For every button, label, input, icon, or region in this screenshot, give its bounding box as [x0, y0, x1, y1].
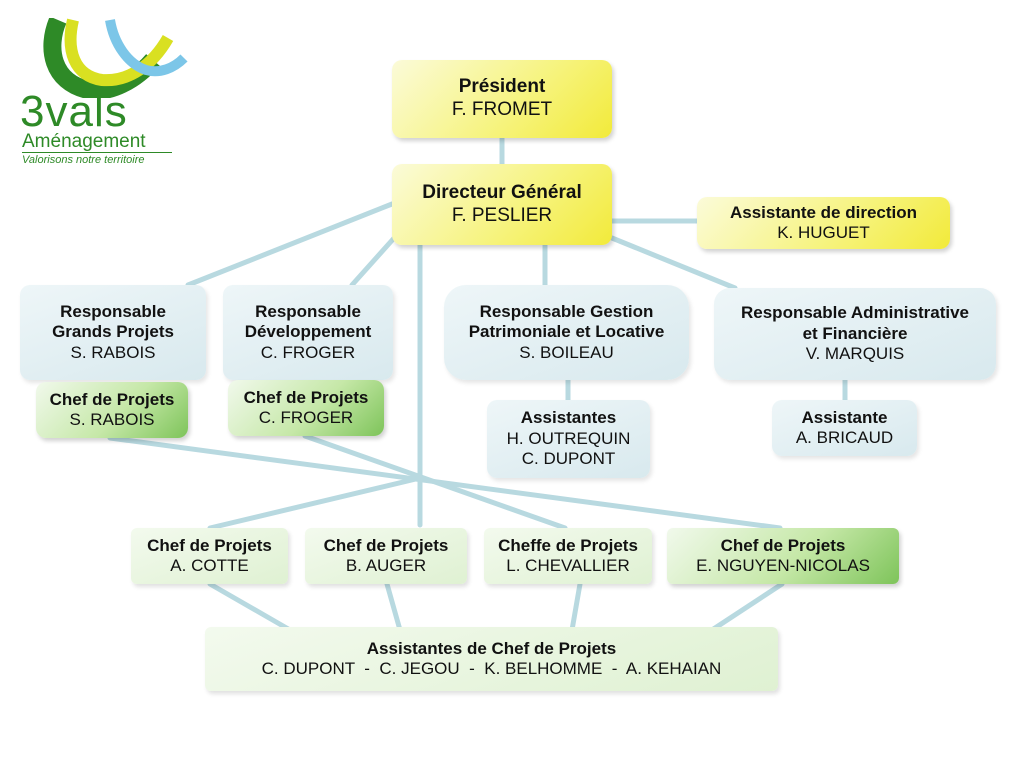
connector-hub-cotte [207, 475, 423, 531]
node-chef-rabois: Chef de Projets S. RABOIS [36, 382, 188, 438]
node-chef-auger: Chef de Projets B. AUGER [305, 528, 467, 584]
assistante-direction-name: K. HUGUET [777, 223, 870, 242]
logo-emblem-icon [43, 18, 188, 98]
chef-auger-title: Chef de Projets [323, 535, 449, 555]
node-resp-admin: Responsable Administrative et Financière… [714, 288, 996, 380]
node-resp-gestion: Responsable Gestion Patrimoniale et Loca… [444, 285, 689, 380]
node-resp-grands-projets: Responsable Grands Projets S. RABOIS [20, 285, 206, 380]
company-logo: 3vals Aménagement Valorisons notre terri… [18, 18, 188, 178]
resp-developpement-name: C. FROGER [260, 342, 356, 362]
connector-dg-developpement [349, 234, 398, 288]
assistante-admin-title: Assistante [801, 407, 888, 427]
connector-dg-admin [609, 235, 738, 291]
logo-divider [22, 152, 172, 153]
chef-rabois-title: Chef de Projets [49, 389, 175, 409]
president-title: Président [458, 76, 546, 98]
resp-grands-projets-name: S. RABOIS [70, 342, 156, 362]
assistantes-chef-title: Assistantes de Chef de Projets [366, 638, 617, 658]
resp-admin-title1: Responsable Administrative [741, 303, 969, 323]
node-cheffe-chevallier: Cheffe de Projets L. CHEVALLIER [484, 528, 652, 584]
node-assistante-direction: Assistante de direction K. HUGUET [697, 197, 950, 249]
dg-title: Directeur Général [422, 181, 582, 203]
node-directeur-general: Directeur Général F. PESLIER [392, 164, 612, 245]
resp-developpement-title2: Développement [244, 322, 372, 342]
resp-developpement-title1: Responsable [255, 301, 361, 321]
chef-froger-name: C. FROGER [258, 408, 354, 427]
connector-cotte-assistantes [207, 581, 293, 633]
resp-admin-title2: et Financière [802, 323, 908, 343]
node-chef-nguyen: Chef de Projets E. NGUYEN-NICOLAS [667, 528, 899, 584]
node-chef-froger: Chef de Projets C. FROGER [228, 380, 384, 436]
node-president: Président F. FROMET [392, 60, 612, 138]
cheffe-chevallier-title: Cheffe de Projets [498, 535, 638, 555]
chef-rabois-name: S. RABOIS [69, 410, 155, 429]
chef-nguyen-name: E. NGUYEN-NICOLAS [696, 556, 870, 575]
resp-grands-projets-title2: Grands Projets [52, 322, 174, 342]
connector-chevallier-assistantes [569, 581, 583, 633]
chef-cotte-name: A. COTTE [170, 556, 249, 575]
resp-grands-projets-title1: Responsable [60, 301, 166, 321]
assistante-direction-title: Assistante de direction [729, 202, 918, 222]
resp-gestion-title2: Patrimoniale et Locative [468, 322, 665, 342]
chef-froger-title: Chef de Projets [243, 387, 369, 407]
connector-nguyen-assistantes [709, 581, 785, 633]
connector-dg-grands-projets [185, 201, 395, 288]
logo-wordmark: 3vals [20, 87, 128, 136]
resp-gestion-title1: Responsable Gestion [479, 301, 654, 321]
chef-cotte-title: Chef de Projets [147, 535, 272, 555]
chef-auger-name: B. AUGER [345, 556, 427, 575]
assistantes-gestion-title: Assistantes [520, 408, 617, 428]
resp-admin-name: V. MARQUIS [805, 344, 905, 364]
assistantes-gestion-name1: H. OUTREQUIN [506, 428, 631, 448]
connector-froger-chevallier [302, 433, 568, 531]
resp-gestion-name: S. BOILEAU [519, 342, 614, 362]
logo-subtitle: Aménagement [22, 131, 146, 152]
president-name: F. FROMET [451, 99, 553, 120]
assistantes-gestion-name2: C. DUPONT [521, 449, 616, 469]
cheffe-chevallier-name: L. CHEVALLIER [506, 556, 630, 575]
connector-auger-assistantes [384, 581, 403, 633]
assistante-admin-name: A. BRICAUD [795, 428, 894, 447]
chef-nguyen-title: Chef de Projets [720, 535, 846, 555]
assistantes-chef-names: C. DUPONT - C. JEGOU - K. BELHOMME - A. … [261, 659, 722, 678]
node-resp-developpement: Responsable Développement C. FROGER [223, 285, 393, 380]
node-assistantes-chef-projets: Assistantes de Chef de Projets C. DUPONT… [205, 627, 778, 691]
node-chef-cotte: Chef de Projets A. COTTE [131, 528, 288, 584]
node-assistantes-gestion: Assistantes H. OUTREQUIN C. DUPONT [487, 400, 650, 478]
dg-name: F. PESLIER [451, 204, 553, 226]
node-assistante-admin: Assistante A. BRICAUD [772, 400, 917, 456]
logo-tagline: Valorisons notre territoire [22, 154, 145, 166]
